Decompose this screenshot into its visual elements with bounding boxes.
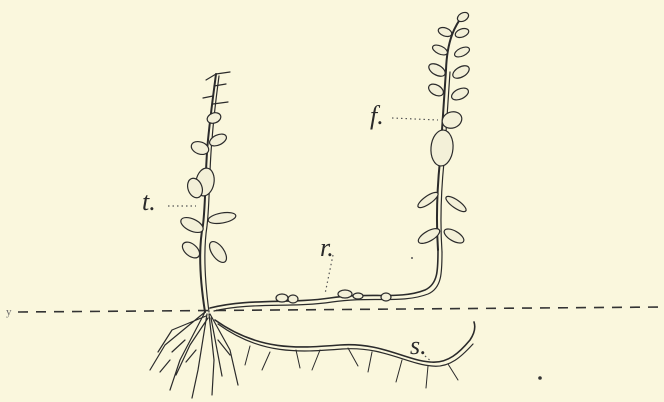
label-t: t. — [142, 187, 156, 216]
label-f: f. — [370, 101, 384, 130]
stray-dot — [411, 257, 413, 259]
right-plant — [416, 11, 471, 252]
label-r: r. — [320, 233, 334, 262]
leader-f — [392, 118, 438, 120]
ground-label: y — [6, 306, 12, 318]
rhizome — [215, 320, 475, 388]
ground-line — [18, 307, 664, 312]
stray-dot — [538, 376, 542, 380]
left-plant — [179, 72, 237, 312]
root-mass — [150, 312, 238, 398]
label-s: s. — [410, 331, 427, 360]
